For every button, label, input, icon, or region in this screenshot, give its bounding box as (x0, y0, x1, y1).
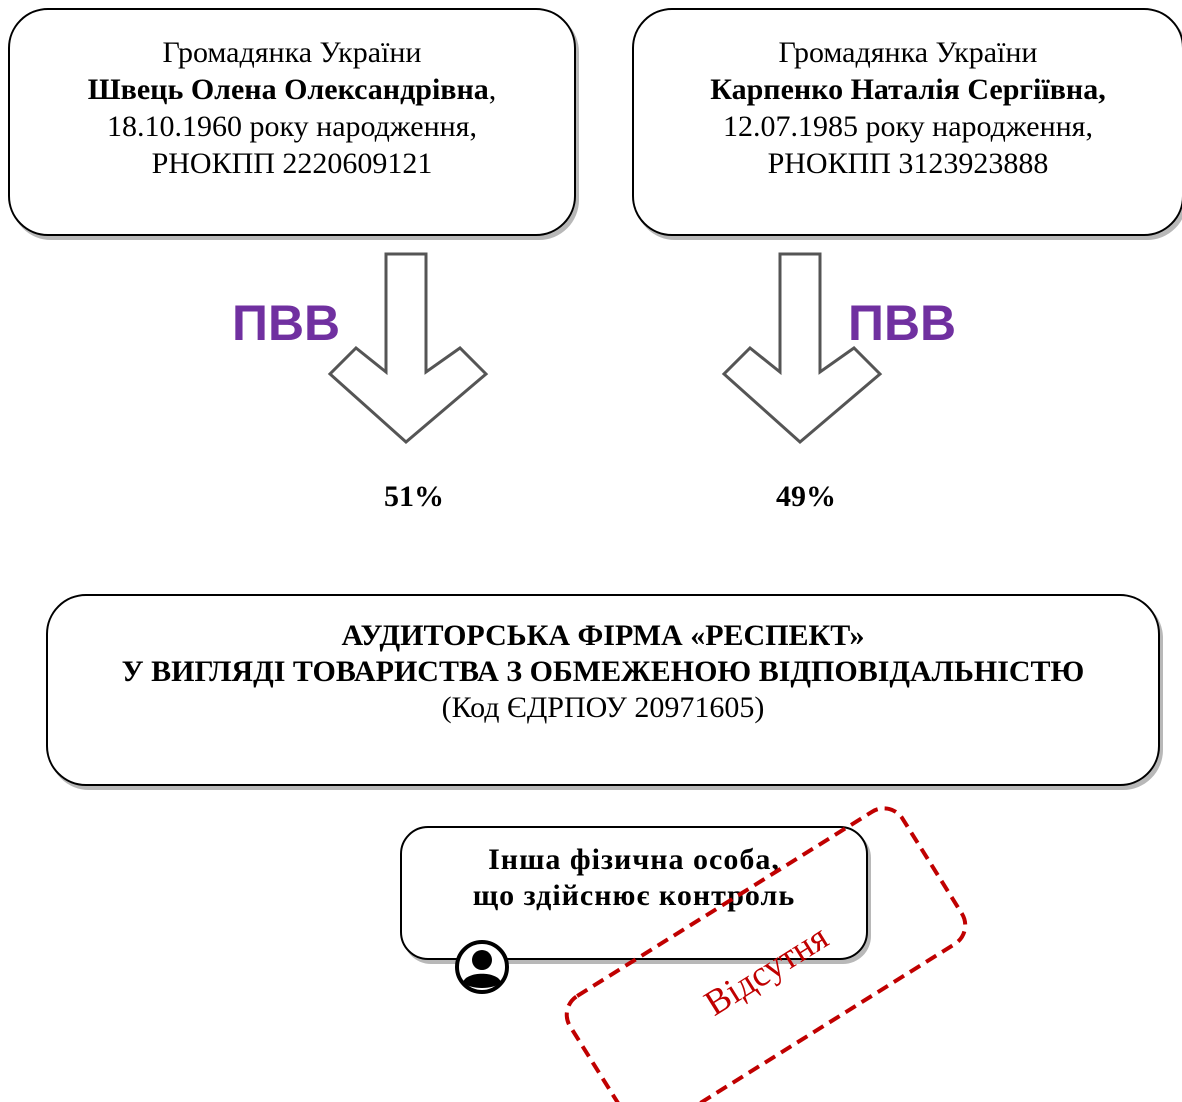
down-arrow-2-icon (721, 252, 883, 444)
company-code: (Код ЄДРПОУ 20971605) (441, 691, 765, 724)
owner-1-citizenship: Громадянка України (162, 36, 422, 69)
owner-1-tax-id: РНОКПП 2220609121 (151, 147, 433, 180)
other-person-line-2: що здійснює контроль (472, 879, 796, 912)
company-box: АУДИТОРСЬКА ФІРМА «РЕСПЕКТ» У ВИГЛЯДІ ТО… (46, 594, 1160, 786)
other-person-line-1: Інша фізична особа, (488, 843, 780, 876)
company-name-line-2: У ВИГЛЯДІ ТОВАРИСТВА З ОБМЕЖЕНОЮ ВІДПОВІ… (121, 655, 1085, 688)
owner-1-name: Швець Олена Олександрівна (87, 73, 489, 106)
owner-1-name-suffix: , (488, 73, 497, 106)
owner-box-2: Громадянка України Карпенко Наталія Серг… (632, 8, 1182, 236)
owner-1-name-line: Швець Олена Олександрівна, (10, 71, 574, 108)
owner-2-name: Карпенко Наталія Сергіївна, (710, 73, 1106, 106)
share-1: 51% (384, 480, 444, 513)
owner-2-tax-id: РНОКПП 3123923888 (767, 147, 1049, 180)
owner-2-birth: 12.07.1985 року народження, (723, 110, 1093, 143)
company-name-line-1: АУДИТОРСЬКА ФІРМА «РЕСПЕКТ» (341, 619, 865, 652)
relation-label-2: ПВВ (848, 295, 957, 351)
owner-2-name-line: Карпенко Наталія Сергіївна, (634, 71, 1182, 108)
owner-1-birth: 18.10.1960 року народження, (107, 110, 477, 143)
relation-label-1: ПВВ (232, 295, 341, 351)
share-2: 49% (776, 480, 836, 513)
owner-2-citizenship: Громадянка України (778, 36, 1038, 69)
down-arrow-1-icon (327, 252, 489, 444)
person-icon (455, 940, 509, 994)
owner-box-1: Громадянка України Швець Олена Олександр… (8, 8, 576, 236)
